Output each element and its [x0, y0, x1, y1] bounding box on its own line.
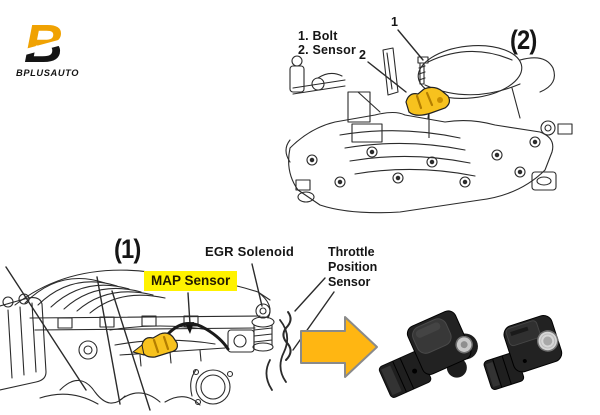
map-sensor-photo-1: [378, 310, 478, 398]
egr-leader: [251, 263, 263, 307]
map-hose: [166, 322, 230, 351]
egr-valve-part: [251, 303, 275, 352]
figure2-sensor-highlight: [405, 86, 451, 138]
bolt-bosses: [306, 136, 541, 188]
callout-1-leader: [397, 29, 424, 61]
map-leader: [187, 292, 191, 325]
tps-leader-1: [294, 277, 326, 312]
figure2-tag: (2): [510, 25, 537, 55]
figure2-legend-bolt: 1. Bolt: [298, 29, 338, 43]
engine-drawing: [0, 263, 335, 411]
logo-brand-text: BPLUSAUTO: [16, 68, 79, 78]
egr-solenoid-label: EGR Solenoid: [205, 244, 295, 259]
figure1-map-sensor-highlight: [131, 332, 178, 358]
cropped-leader-1: [5, 266, 87, 391]
map-sensor-label: MAP Sensor: [144, 271, 238, 291]
figure1-tag: (1): [114, 234, 141, 264]
cropped-leader-2: [96, 276, 121, 405]
bolt-part: [417, 56, 429, 85]
throttle-body-part: [190, 368, 234, 406]
pointer-arrow: [300, 316, 378, 378]
callout-number-sensor: 2: [359, 48, 366, 62]
cropped-leader-3: [111, 290, 151, 411]
tps-leader-2: [292, 291, 335, 351]
throttle-position-sensor-label: Throttle Position Sensor: [328, 245, 378, 289]
bplusauto-logo: B B BPLUSAUTO: [16, 14, 79, 78]
callout-number-bolt: 1: [391, 15, 398, 29]
map-sensor-photo-2: [483, 314, 563, 390]
callout-2-leader: [367, 61, 407, 93]
figure2-legend-sensor: 2. Sensor: [298, 43, 357, 57]
